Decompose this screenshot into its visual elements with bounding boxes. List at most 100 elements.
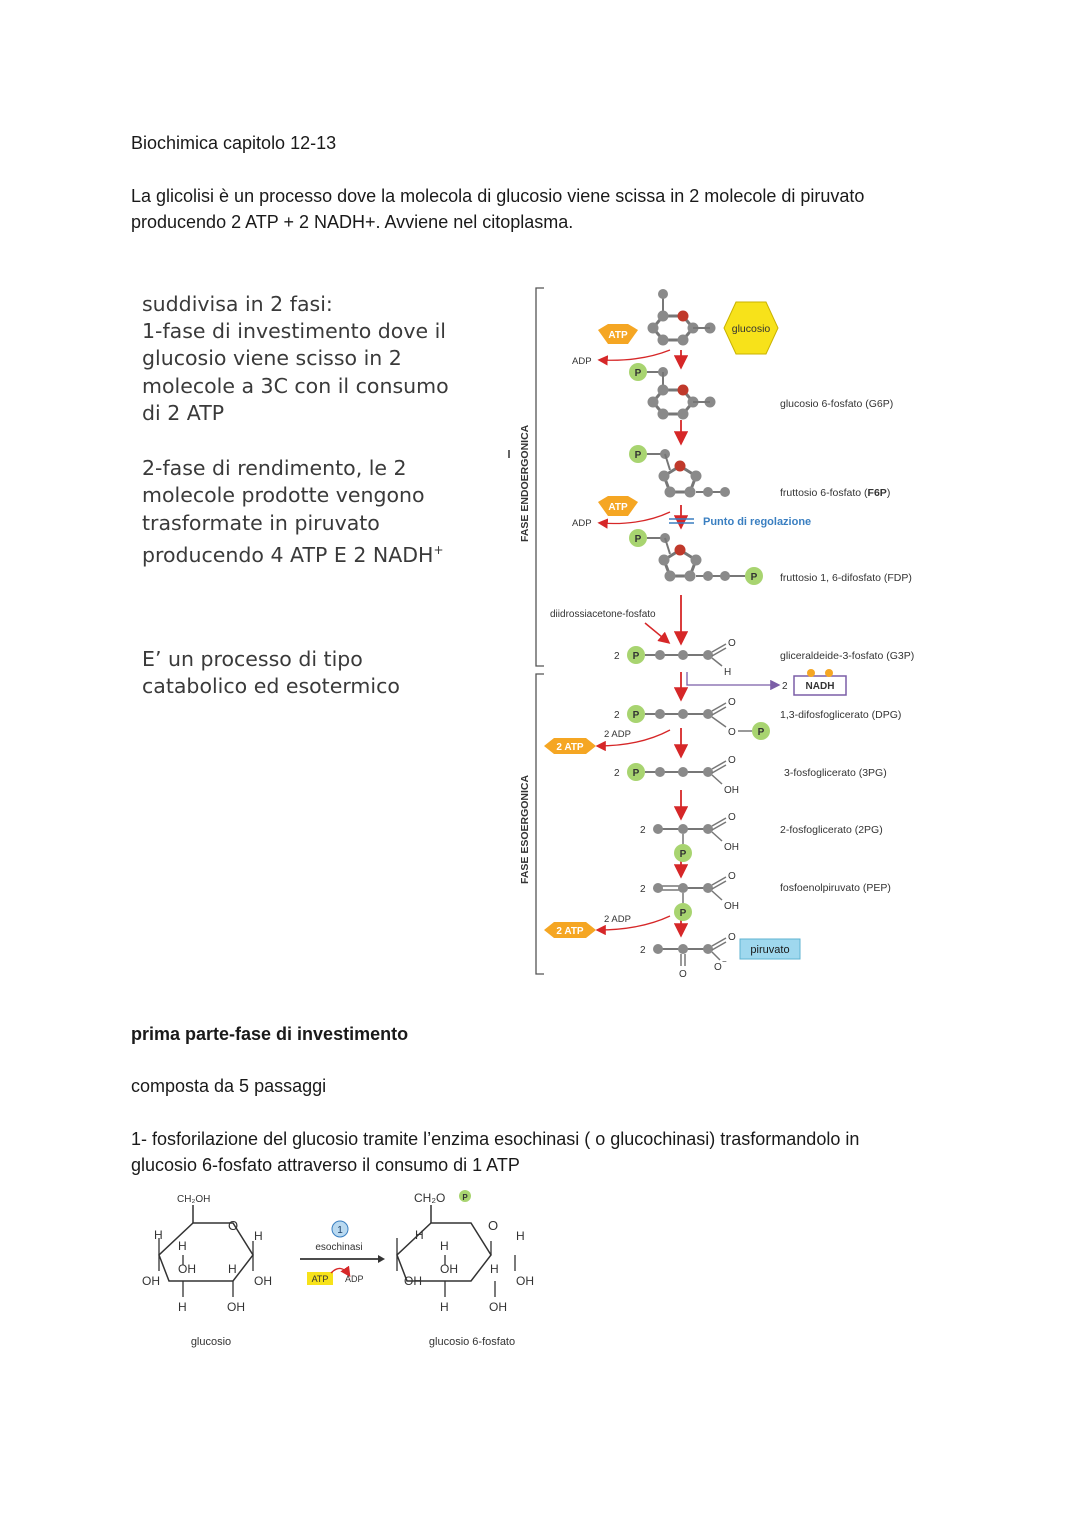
svg-text:P: P bbox=[680, 849, 687, 860]
svg-text:P: P bbox=[751, 572, 758, 583]
svg-text:2: 2 bbox=[614, 768, 620, 779]
svg-text:OH: OH bbox=[516, 1274, 534, 1288]
svg-text:OH: OH bbox=[489, 1300, 507, 1314]
svg-text:2 ATP: 2 ATP bbox=[556, 926, 584, 937]
svg-text:P: P bbox=[680, 908, 687, 919]
svg-text:ATP: ATP bbox=[608, 330, 628, 341]
pyruvate-molecule: 2 O O O − piruvato bbox=[640, 932, 801, 980]
svg-text:O: O bbox=[714, 962, 722, 973]
phase-esoergonic-label: FASE ESOERGONICA bbox=[519, 774, 531, 884]
glucose-molecule: glucosio bbox=[647, 289, 779, 355]
svg-text:OH: OH bbox=[142, 1274, 160, 1288]
svg-text:H: H bbox=[178, 1300, 187, 1314]
svg-text:ATP: ATP bbox=[312, 1274, 329, 1284]
note-line: suddivisa in 2 fasi: bbox=[142, 292, 333, 316]
pg3-molecule: 2 P O OH bbox=[614, 755, 739, 796]
step1-atp: ATP ADP P bbox=[572, 324, 671, 381]
pyruvate-tag-label: piruvato bbox=[750, 944, 789, 956]
dpg-molecule: 2 P O O P bbox=[614, 697, 770, 740]
svg-text:P: P bbox=[462, 1193, 468, 1202]
svg-text:H: H bbox=[228, 1262, 237, 1276]
svg-text:O: O bbox=[728, 755, 736, 766]
glucose-name: glucosio bbox=[191, 1336, 231, 1348]
nadh-label: NADH bbox=[806, 681, 835, 692]
svg-text:P: P bbox=[633, 651, 640, 662]
svg-text:OH: OH bbox=[254, 1274, 272, 1288]
svg-text:O: O bbox=[728, 932, 736, 943]
svg-text:OH: OH bbox=[178, 1262, 196, 1276]
svg-text:H: H bbox=[178, 1239, 187, 1253]
svg-text:OH: OH bbox=[724, 842, 739, 853]
compound-fdp-label: fruttosio 1, 6-difosfato (FDP) bbox=[780, 572, 912, 584]
compound-g6p-label: glucosio 6-fosfato (G6P) bbox=[780, 398, 893, 410]
dhap-label: diidrossiacetone-fosfato bbox=[550, 609, 656, 620]
svg-text:O: O bbox=[679, 969, 687, 980]
svg-text:2: 2 bbox=[640, 825, 646, 836]
svg-text:P: P bbox=[633, 710, 640, 721]
svg-text:H: H bbox=[724, 667, 731, 678]
svg-text:P: P bbox=[758, 727, 765, 738]
step7-atp-yield: 2 ADP 2 ATP bbox=[544, 729, 671, 754]
svg-text:O: O bbox=[728, 871, 736, 882]
note-line: 2-fase di rendimento, le 2 bbox=[142, 456, 407, 480]
compound-pep-label: fosfoenolpiruvato (PEP) bbox=[780, 882, 891, 894]
glycolysis-pathway-diagram: FASE ENDOERGONICA FASE ESOERGONICA gluco… bbox=[508, 287, 914, 980]
document-title: Biochimica capitolo 12-13 bbox=[131, 133, 337, 153]
svg-text:O: O bbox=[728, 812, 736, 823]
svg-text:O: O bbox=[228, 1218, 238, 1233]
enzyme-name: esochinasi bbox=[315, 1242, 362, 1253]
svg-text:−: − bbox=[722, 957, 727, 966]
svg-text:OH: OH bbox=[404, 1274, 422, 1288]
svg-text:H: H bbox=[516, 1229, 525, 1243]
step10-atp-yield: 2 ADP 2 ATP bbox=[544, 914, 671, 938]
note-line: catabolico ed esotermico bbox=[142, 674, 400, 698]
g3p-molecule: 2 P O H bbox=[614, 638, 736, 678]
compound-dpg-label: 1,3-difosfoglicerato (DPG) bbox=[780, 709, 901, 721]
svg-text:2 ATP: 2 ATP bbox=[556, 742, 584, 753]
note-line: di 2 ATP bbox=[142, 401, 225, 425]
note-line: molecole prodotte vengono bbox=[142, 483, 425, 507]
svg-text:2 ADP: 2 ADP bbox=[604, 914, 631, 925]
svg-text:H: H bbox=[440, 1300, 449, 1314]
g6p-molecule bbox=[647, 367, 716, 420]
f6p-molecule: P bbox=[629, 445, 730, 498]
step1-line-1: 1- fosforilazione del glucosio tramite l… bbox=[131, 1129, 860, 1149]
step1-line-2: glucosio 6-fosfato attraverso il consumo… bbox=[131, 1155, 520, 1175]
svg-text:O: O bbox=[488, 1218, 498, 1233]
svg-text:ADP: ADP bbox=[345, 1274, 364, 1284]
svg-text:H: H bbox=[490, 1262, 499, 1276]
phase-bracket-bottom bbox=[535, 673, 544, 975]
note-line: molecole a 3C con il consumo bbox=[142, 374, 449, 398]
note-line: 1-fase di investimento dove il bbox=[142, 319, 446, 343]
superscript-plus: + bbox=[433, 543, 444, 557]
glucose-structure: CH₂OH O H H H OH OH H OH H OH glucosio bbox=[142, 1194, 272, 1348]
compound-2pg-label: 2-fosfoglicerato (2PG) bbox=[780, 824, 883, 836]
fdp-molecule: P bbox=[658, 533, 763, 585]
svg-text:H: H bbox=[154, 1228, 163, 1242]
note-text: producendo 4 ATP E 2 NADH bbox=[142, 542, 434, 567]
note-line: producendo 4 ATP E 2 NADH+ bbox=[142, 537, 444, 569]
glucose-hexagon-tag bbox=[723, 301, 779, 355]
note-line: E’ un processo di tipo bbox=[142, 647, 363, 671]
svg-text:CH₂O: CH₂O bbox=[414, 1191, 445, 1205]
pyruvate-tag bbox=[739, 938, 801, 960]
pg2-molecule: 2 P O OH bbox=[640, 812, 739, 862]
svg-text:OH: OH bbox=[440, 1262, 458, 1276]
regulation-point-label: Punto di regolazione bbox=[703, 516, 811, 528]
svg-text:O: O bbox=[728, 697, 736, 708]
svg-text:2: 2 bbox=[782, 681, 788, 692]
svg-text:2: 2 bbox=[640, 945, 646, 956]
intro-line-2: producendo 2 ATP + 2 NADH+. Avviene nel … bbox=[131, 212, 574, 232]
svg-text:2: 2 bbox=[614, 710, 620, 721]
svg-text:OH: OH bbox=[724, 785, 739, 796]
step-number: 1 bbox=[337, 1225, 343, 1236]
svg-text:ADP: ADP bbox=[572, 518, 592, 529]
intro-line-1: La glicolisi è un processo dove la molec… bbox=[131, 186, 865, 206]
g6p-structure: CH₂O P O H H H OH OH H OH H OH glucosio … bbox=[396, 1190, 534, 1348]
svg-text:H: H bbox=[254, 1229, 263, 1243]
svg-text:2 ADP: 2 ADP bbox=[604, 729, 631, 740]
compound-g3p-label: gliceraldeide-3-fosfato (G3P) bbox=[780, 650, 914, 662]
svg-text:O: O bbox=[728, 638, 736, 649]
svg-text:P: P bbox=[635, 450, 642, 461]
svg-text:P: P bbox=[635, 368, 642, 379]
